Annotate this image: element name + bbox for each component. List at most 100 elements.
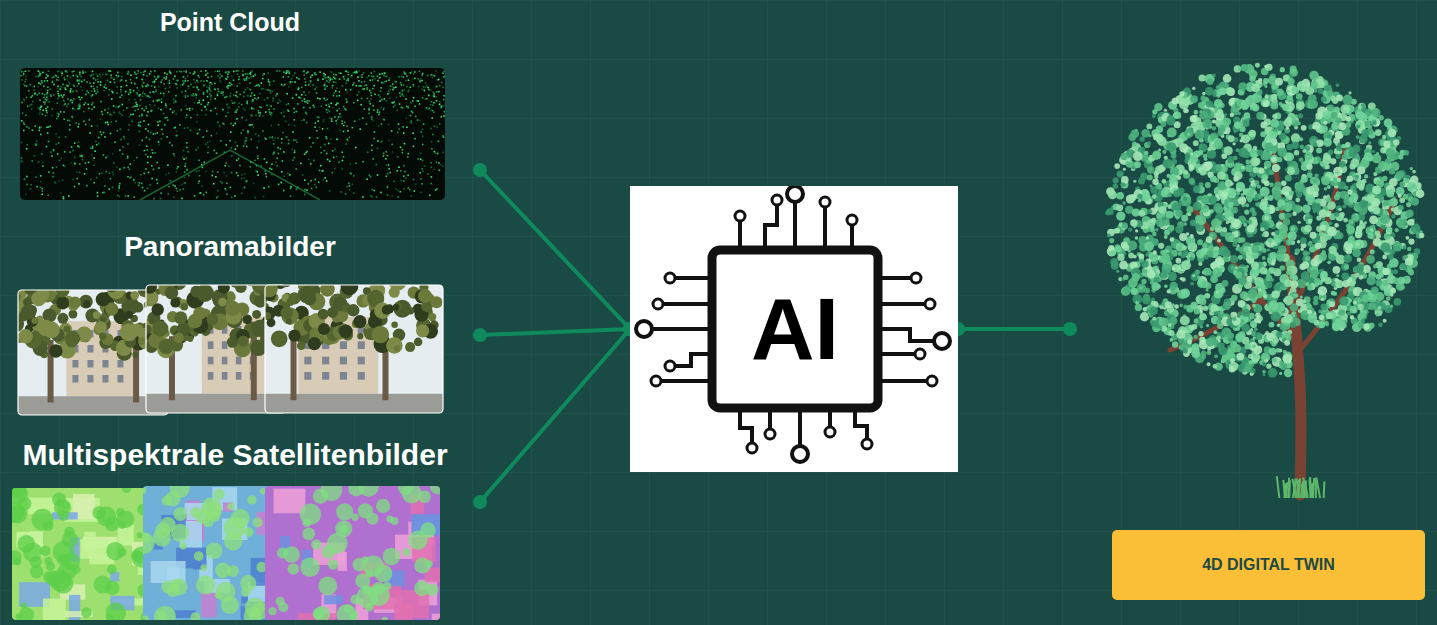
point-cloud-image — [217, 95, 219, 97]
point-cloud-image — [423, 86, 425, 88]
point-cloud-image — [185, 105, 187, 107]
point-cloud-image — [46, 94, 48, 96]
point-cloud-image — [383, 109, 385, 111]
point-cloud-image — [331, 118, 333, 120]
point-cloud-image — [122, 146, 124, 148]
point-cloud-image — [144, 190, 146, 192]
point-cloud-image — [226, 183, 228, 185]
point-cloud-image — [287, 71, 289, 73]
point-cloud-image — [74, 142, 76, 144]
point-cloud-image — [140, 121, 142, 123]
point-cloud-image — [377, 140, 379, 142]
point-cloud-image — [184, 80, 186, 82]
point-cloud-image — [298, 87, 300, 89]
point-cloud-image — [118, 190, 120, 192]
point-cloud-image — [303, 71, 305, 73]
point-cloud-image — [244, 187, 246, 189]
point-cloud-image — [136, 87, 138, 89]
point-cloud-image — [142, 91, 144, 93]
point-cloud-image — [405, 73, 407, 75]
point-cloud-image — [58, 137, 60, 139]
point-cloud-image — [137, 73, 139, 75]
point-cloud-image — [283, 71, 285, 73]
point-cloud-image — [72, 91, 74, 93]
panorama-photo — [117, 360, 123, 368]
point-cloud-image — [272, 90, 274, 92]
point-cloud-image — [409, 86, 411, 88]
point-cloud-image — [53, 84, 55, 86]
point-cloud-image — [113, 105, 115, 107]
point-cloud-image — [34, 125, 36, 127]
point-cloud-image — [128, 168, 130, 170]
point-cloud-image — [263, 196, 265, 198]
point-cloud-image — [203, 85, 205, 87]
point-cloud-image — [198, 170, 200, 172]
point-cloud-image — [306, 190, 308, 192]
point-cloud-image — [173, 78, 175, 80]
point-cloud-image — [180, 84, 182, 86]
point-cloud-image — [414, 78, 416, 80]
point-cloud-image — [411, 110, 413, 112]
point-cloud-image — [273, 108, 275, 110]
point-cloud-image — [188, 175, 190, 177]
point-cloud-image — [333, 74, 335, 76]
point-cloud-image — [226, 175, 228, 177]
point-cloud-image — [23, 130, 25, 132]
point-cloud-image — [286, 104, 288, 106]
point-cloud-image — [121, 104, 123, 106]
point-cloud-image — [207, 152, 209, 154]
point-cloud-image — [128, 99, 130, 101]
point-cloud-image — [154, 70, 156, 72]
point-cloud-image — [147, 162, 149, 164]
point-cloud-image — [231, 100, 233, 102]
point-cloud-image — [39, 99, 41, 101]
point-cloud-image — [211, 76, 213, 78]
point-cloud-image — [366, 123, 368, 125]
point-cloud-image — [96, 89, 98, 91]
point-cloud-image — [377, 80, 379, 82]
point-cloud-image — [290, 195, 292, 197]
point-cloud-image — [422, 160, 424, 162]
point-cloud-image — [319, 71, 321, 73]
point-cloud-image — [324, 85, 326, 87]
point-cloud-image — [276, 157, 278, 159]
point-cloud-image — [337, 118, 339, 120]
point-cloud-image — [197, 147, 199, 149]
point-cloud-image — [64, 151, 66, 153]
point-cloud-image — [69, 129, 71, 131]
point-cloud-image — [26, 144, 28, 146]
point-cloud-image — [173, 153, 175, 155]
point-cloud-image — [434, 152, 436, 154]
point-cloud-image — [48, 141, 50, 143]
point-cloud-image — [80, 86, 82, 88]
point-cloud-image — [79, 172, 81, 174]
point-cloud-image — [257, 171, 259, 173]
point-cloud-image — [92, 159, 94, 161]
point-cloud-image — [50, 151, 52, 153]
point-cloud-image — [347, 130, 349, 132]
point-cloud-image — [46, 110, 48, 112]
point-cloud-image — [336, 156, 338, 158]
point-cloud-image — [307, 183, 309, 185]
point-cloud-image — [347, 78, 349, 80]
point-cloud-image — [246, 180, 248, 182]
point-cloud-image — [251, 107, 253, 109]
point-cloud-image — [47, 80, 49, 82]
point-cloud-image — [234, 102, 236, 104]
point-cloud-image — [48, 126, 50, 128]
panorama-photo — [57, 313, 68, 324]
point-cloud-image — [217, 88, 219, 90]
point-cloud-image — [104, 192, 106, 194]
point-cloud-image — [157, 183, 159, 185]
point-cloud-image — [121, 94, 123, 96]
point-cloud-image — [110, 133, 112, 135]
point-cloud-image — [26, 85, 28, 87]
point-cloud-image — [356, 72, 358, 74]
point-cloud-image — [90, 86, 92, 88]
point-cloud-image — [381, 140, 383, 142]
point-cloud-image — [21, 161, 23, 163]
point-cloud-image — [303, 71, 305, 73]
point-cloud-image — [405, 98, 407, 100]
point-cloud-image — [165, 103, 167, 105]
point-cloud-image — [241, 193, 243, 195]
